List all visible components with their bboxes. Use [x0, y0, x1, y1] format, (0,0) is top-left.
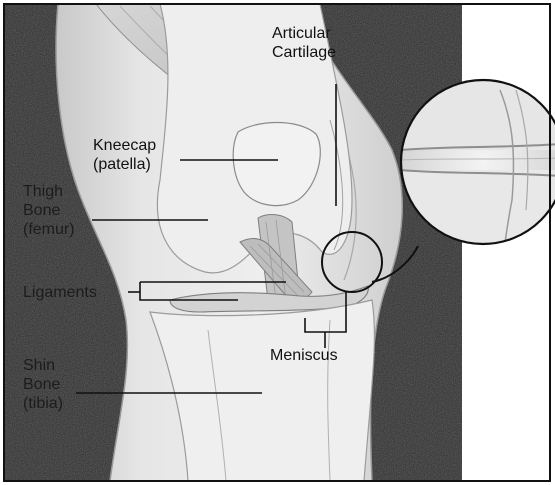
label-kneecap: Kneecap (patella) — [93, 136, 156, 174]
label-thigh-line2: Bone — [23, 201, 75, 220]
label-shin-line1: Shin — [23, 356, 63, 375]
label-kneecap-line1: Kneecap — [93, 136, 156, 155]
label-thigh-line3: (femur) — [23, 220, 75, 239]
label-kneecap-line2: (patella) — [93, 155, 156, 174]
label-thigh-line1: Thigh — [23, 182, 75, 201]
label-thigh-bone: Thigh Bone (femur) — [23, 182, 75, 239]
label-articular-line1: Articular — [272, 24, 336, 43]
label-shin-line3: (tibia) — [23, 394, 63, 413]
label-shin-bone: Shin Bone (tibia) — [23, 356, 63, 413]
label-ligaments: Ligaments — [23, 283, 97, 302]
label-articular-cartilage: Articular Cartilage — [272, 24, 336, 62]
label-shin-line2: Bone — [23, 375, 63, 394]
label-articular-line2: Cartilage — [272, 43, 336, 62]
label-meniscus: Meniscus — [270, 346, 338, 365]
